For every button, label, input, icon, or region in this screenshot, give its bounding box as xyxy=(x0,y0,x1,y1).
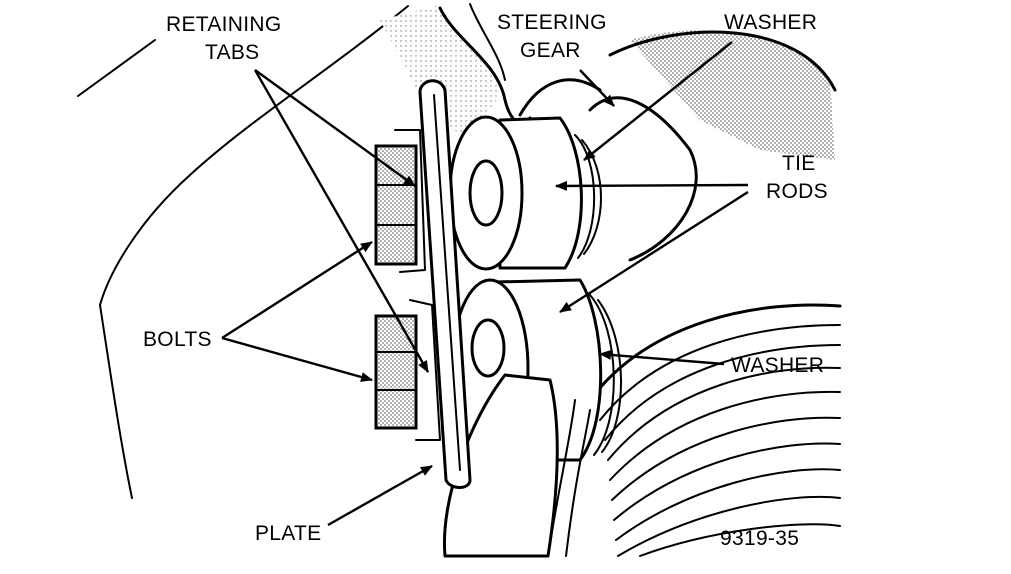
label-steering-gear-line1: STEERING xyxy=(497,11,607,34)
label-plate: PLATE xyxy=(255,522,321,545)
label-tie-rods-line2: RODS xyxy=(766,180,828,203)
figure-number: 9319-35 xyxy=(720,527,799,550)
upper-tie-rod xyxy=(448,115,602,271)
leader-lines xyxy=(221,41,749,527)
wheel-tire xyxy=(588,303,842,557)
label-tie-rods-line1: TIE xyxy=(782,152,816,175)
label-washer-top: WASHER xyxy=(724,11,817,34)
label-retaining-tabs-line1: RETAINING xyxy=(166,13,281,36)
label-washer-bottom: WASHER xyxy=(731,354,824,377)
steering-gear-housing xyxy=(380,5,837,262)
label-retaining-tabs-line2: TABS xyxy=(205,41,260,64)
vehicle-body-lines xyxy=(77,3,506,499)
upper-bolt xyxy=(374,129,426,273)
plate xyxy=(418,79,472,489)
labels: RETAINING TABS STEERING GEAR WASHER TIE … xyxy=(143,11,828,550)
lower-tie-rod xyxy=(442,278,622,558)
label-bolts: BOLTS xyxy=(143,328,212,351)
label-steering-gear-line2: GEAR xyxy=(520,39,581,62)
lower-bolt xyxy=(374,299,441,441)
